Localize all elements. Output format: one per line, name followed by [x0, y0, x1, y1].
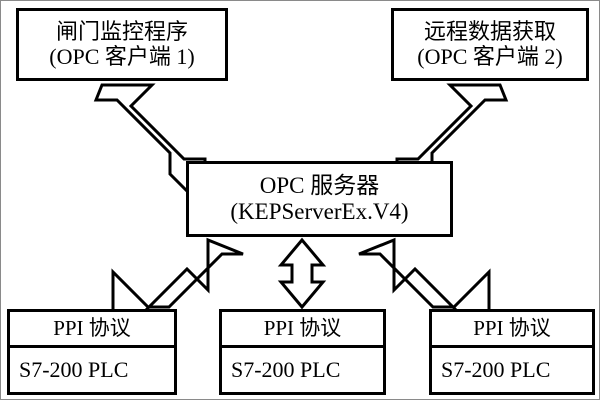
plc-3-model-cell: S7-200 PLC — [432, 348, 592, 392]
opc-server-box[interactable]: OPC 服务器 (KEPServerEx.V4) — [186, 161, 453, 237]
plc-3-protocol-cell: PPI 协议 — [432, 312, 592, 348]
client-box-1[interactable]: 闸门监控程序 (OPC 客户端 1) — [16, 8, 228, 81]
opc-server-title: OPC 服务器 — [259, 173, 380, 199]
plc-1-model-label: S7-200 PLC — [19, 356, 129, 382]
plc-3-protocol-label: PPI 协议 — [473, 315, 551, 340]
opc-server-subtitle: (KEPServerEx.V4) — [230, 199, 409, 224]
connector-server-plc-1 — [111, 237, 244, 324]
plc-1-model-cell: S7-200 PLC — [10, 348, 174, 392]
client-1-title: 闸门监控程序 — [55, 18, 188, 44]
client-1-subtitle: (OPC 客户端 1) — [49, 43, 195, 69]
client-2-subtitle: (OPC 客户端 2) — [417, 43, 563, 69]
plc-2-protocol-cell: PPI 协议 — [222, 312, 383, 348]
client-2-title: 远程数据获取 — [423, 18, 556, 44]
plc-3-model-label: S7-200 PLC — [441, 356, 551, 382]
plc-stack-2[interactable]: PPI 协议 S7-200 PLC — [219, 309, 386, 395]
plc-2-model-cell: S7-200 PLC — [222, 348, 383, 392]
connector-server-plc-3 — [358, 237, 491, 324]
plc-stack-3[interactable]: PPI 协议 S7-200 PLC — [429, 309, 595, 395]
plc-stack-1[interactable]: PPI 协议 S7-200 PLC — [7, 309, 177, 395]
plc-1-protocol-cell: PPI 协议 — [10, 312, 174, 348]
plc-1-protocol-label: PPI 协议 — [53, 315, 131, 340]
connector-server-plc-2 — [277, 237, 327, 310]
plc-2-model-label: S7-200 PLC — [231, 356, 341, 382]
plc-2-protocol-label: PPI 协议 — [263, 315, 342, 340]
client-box-2[interactable]: 远程数据获取 (OPC 客户端 2) — [391, 8, 589, 81]
